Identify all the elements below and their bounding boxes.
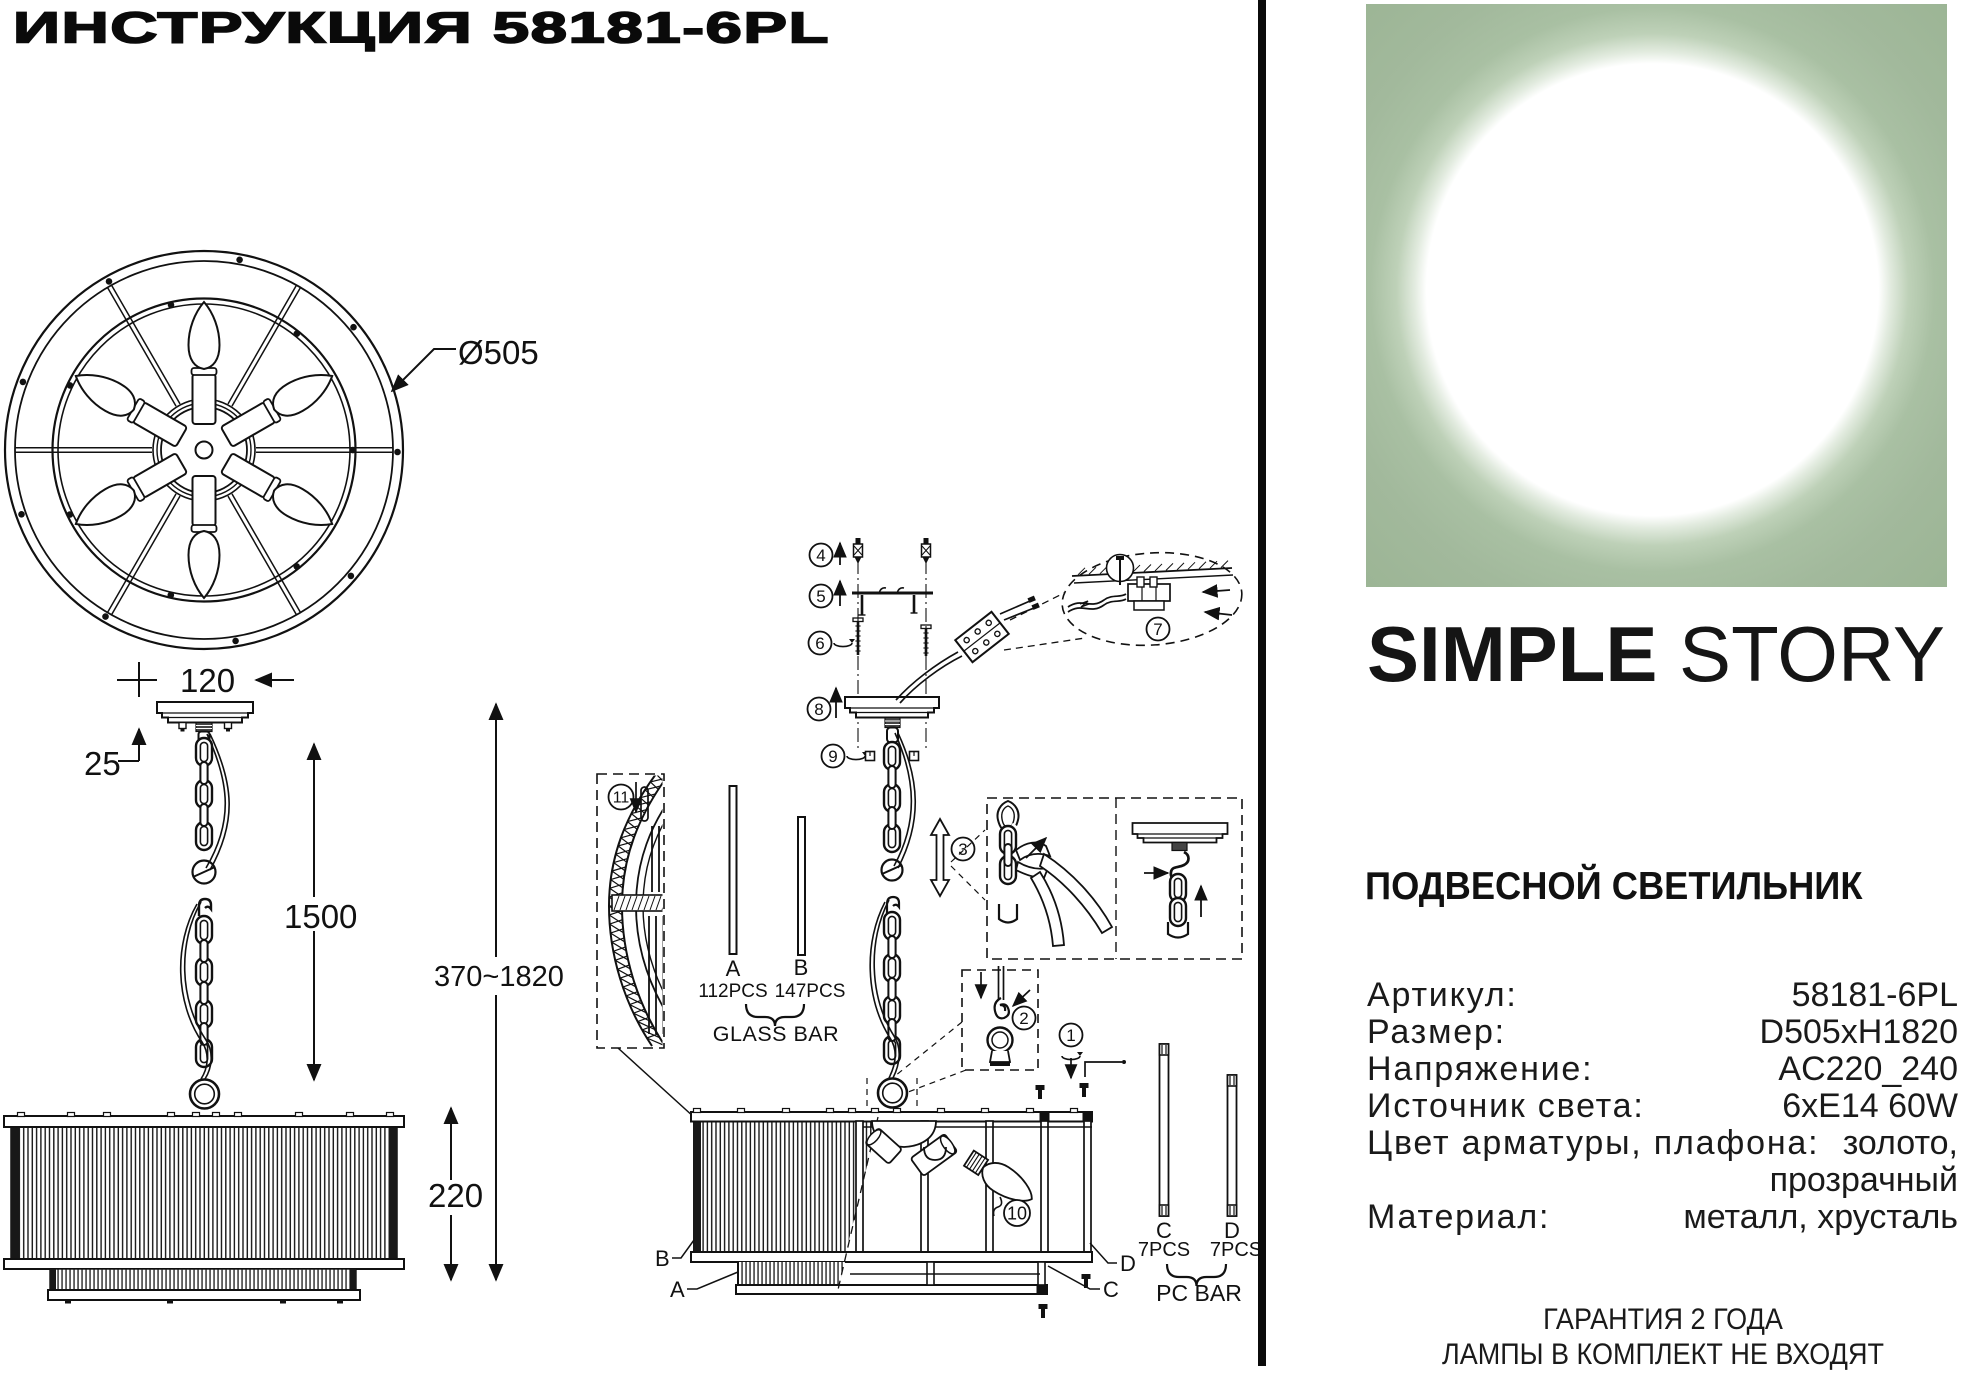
svg-text:370~1820: 370~1820 (434, 961, 564, 993)
svg-text:220: 220 (428, 1177, 483, 1214)
svg-text:7PCS: 7PCS (1138, 1239, 1190, 1261)
svg-text:7: 7 (1153, 620, 1162, 639)
svg-text:2: 2 (1019, 1009, 1028, 1028)
svg-text:ИНСТРУКЦИЯ 58181-6PL: ИНСТРУКЦИЯ 58181-6PL (13, 5, 830, 53)
svg-text:B: B (655, 1246, 670, 1271)
svg-text:D: D (1120, 1251, 1136, 1276)
svg-text:7PCS: 7PCS (1210, 1239, 1262, 1261)
svg-text:112PCS: 112PCS (698, 981, 767, 1002)
svg-text:A: A (670, 1277, 685, 1302)
svg-text:6: 6 (815, 634, 824, 653)
svg-text:A: A (726, 956, 741, 981)
svg-text:3: 3 (958, 840, 967, 859)
svg-text:B: B (794, 955, 809, 980)
svg-text:11: 11 (613, 790, 630, 807)
svg-text:9: 9 (828, 747, 837, 766)
svg-text:C: C (1156, 1218, 1172, 1243)
svg-text:C: C (1103, 1277, 1119, 1302)
svg-text:4: 4 (816, 546, 825, 565)
svg-text:5: 5 (816, 587, 825, 606)
svg-text:120: 120 (180, 662, 235, 699)
svg-text:GLASS BAR: GLASS BAR (713, 1022, 839, 1046)
svg-text:8: 8 (814, 700, 823, 719)
svg-text:10: 10 (1007, 1203, 1027, 1223)
svg-text:Ø505: Ø505 (458, 334, 539, 371)
svg-text:D: D (1224, 1218, 1240, 1243)
svg-text:25: 25 (84, 745, 121, 782)
svg-text:PC BAR: PC BAR (1156, 1280, 1242, 1306)
svg-text:1: 1 (1066, 1026, 1075, 1045)
svg-text:147PCS: 147PCS (775, 981, 846, 1002)
svg-text:1500: 1500 (284, 898, 357, 935)
